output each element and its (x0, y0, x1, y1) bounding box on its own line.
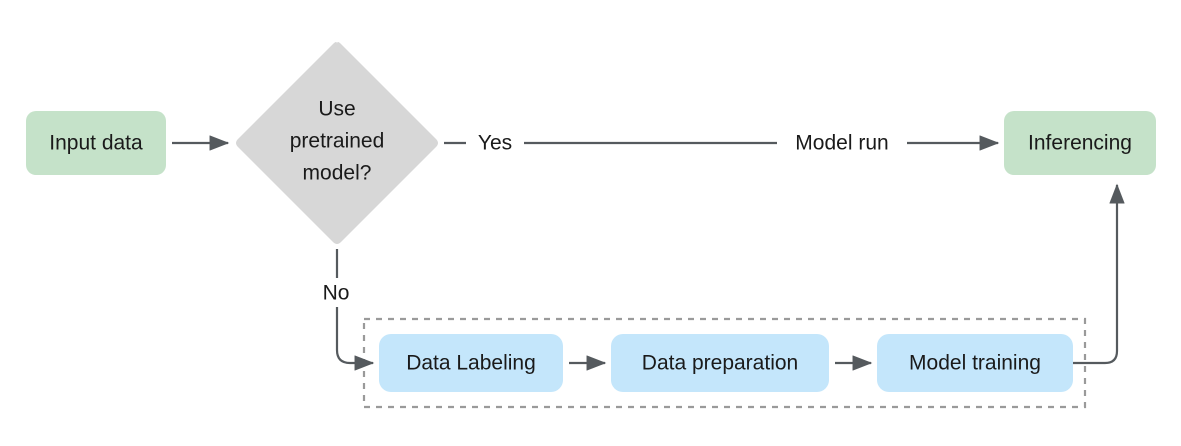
node-data-preparation-shape (611, 334, 829, 392)
node-inferencing[interactable]: Inferencing (1004, 111, 1156, 175)
edge-label-yes: Yes (478, 132, 512, 155)
node-input-data-shape (26, 111, 166, 175)
node-data-preparation[interactable]: Data preparation (611, 334, 829, 392)
node-input-data[interactable]: Input data (26, 111, 166, 175)
node-use-pretrained-model-shape (236, 42, 438, 244)
edge-training-to-inferencing (1073, 183, 1125, 365)
node-inferencing-label: Inferencing (1028, 132, 1132, 155)
node-data-labeling-label: Data Labeling (406, 352, 536, 375)
node-data-labeling[interactable]: Data Labeling (379, 334, 563, 392)
node-model-training-label: Model training (909, 352, 1041, 375)
node-data-preparation-label: Data preparation (642, 352, 798, 375)
edge-no-to-data-labeling (335, 307, 375, 371)
node-inferencing-shape (1004, 111, 1156, 175)
node-model-training[interactable]: Model training (877, 334, 1073, 392)
node-input-data-label: Input data (49, 132, 143, 155)
node-model-training-shape (877, 334, 1073, 392)
node-use-pretrained-model[interactable]: Use pretrained model? (236, 42, 438, 244)
node-use-pretrained-model-label-line-1: Use (318, 98, 355, 121)
edge-label-model-run: Model run (795, 132, 888, 155)
node-use-pretrained-model-label-line-3: model? (303, 162, 372, 185)
edge-label-no: No (323, 282, 350, 305)
node-data-labeling-shape (379, 334, 563, 392)
node-use-pretrained-model-label-line-2: pretrained (290, 130, 385, 153)
